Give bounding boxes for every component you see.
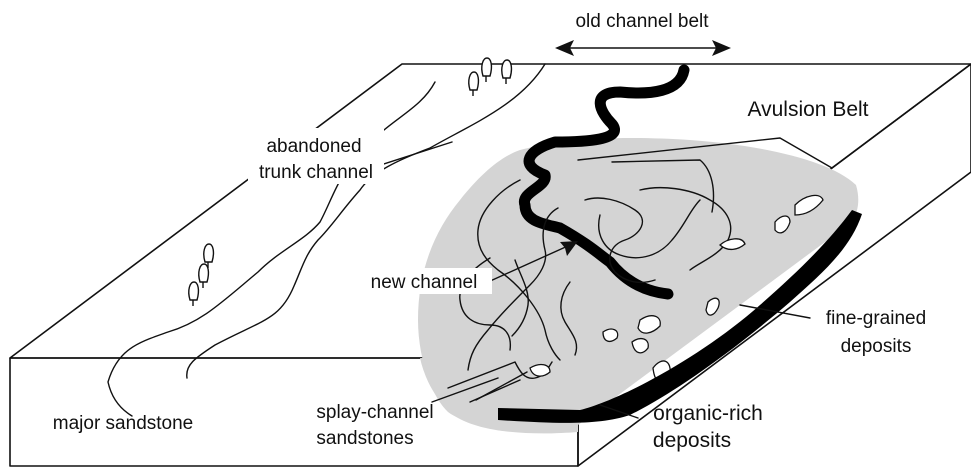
- label-fine-grained: fine-grained: [826, 308, 926, 329]
- label-major-sandstone: major sandstone: [53, 413, 193, 434]
- label-fine-grained-deposits: deposits: [841, 336, 912, 357]
- label-organic-rich-deposits: deposits: [653, 429, 731, 452]
- label-avulsion-belt: Avulsion Belt: [747, 98, 868, 121]
- tree-icon-2: [482, 58, 492, 82]
- label-new-channel: new channel: [371, 272, 478, 293]
- label-trunk-channel: trunk channel: [259, 162, 373, 183]
- tree-icon-6: [189, 282, 199, 306]
- label-splay-channel: splay-channel: [316, 402, 433, 423]
- label-abandoned: abandoned: [266, 136, 361, 157]
- lens-6: [603, 329, 618, 341]
- label-organic-rich: organic-rich: [653, 402, 763, 425]
- tree-icon-5: [199, 264, 209, 288]
- label-sandstones: sandstones: [316, 428, 413, 449]
- label-old-channel-belt: old channel belt: [575, 11, 709, 32]
- tree-icon-3: [502, 60, 512, 84]
- tree-icon-1: [469, 72, 479, 96]
